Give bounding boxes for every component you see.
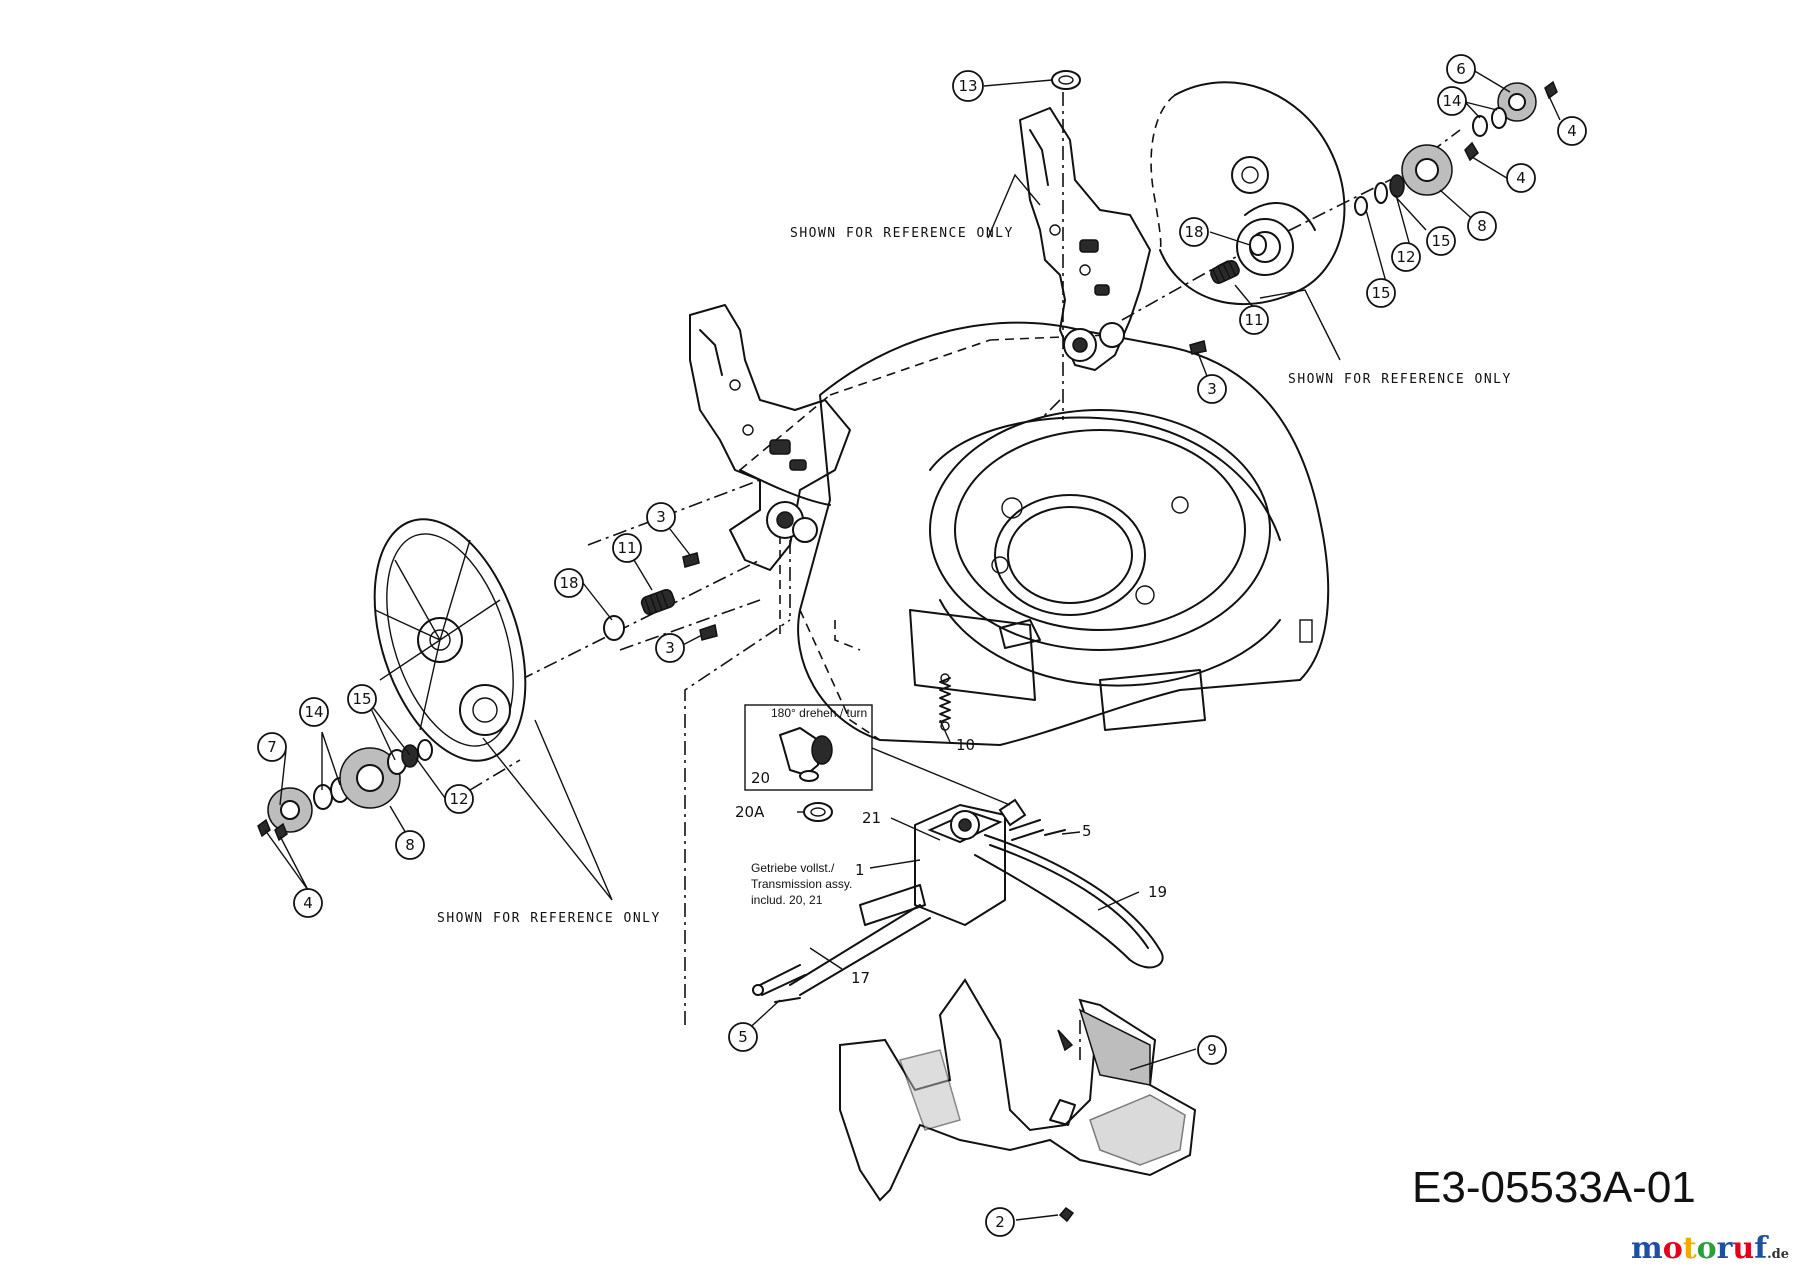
label-19: 19 [1148,883,1167,901]
svg-text:4: 4 [303,894,313,912]
inset-box [744,704,1011,822]
svg-text:3: 3 [1207,380,1217,398]
svg-text:15: 15 [1371,284,1390,302]
callout-15-right-a: 15 [1426,226,1456,256]
spring-11-left [640,589,676,615]
svg-text:12: 12 [449,790,468,808]
svg-text:13: 13 [958,77,977,95]
label-17: 17 [851,969,870,987]
svg-text:5: 5 [738,1028,748,1046]
transmission-note-line1: Getriebe vollst./ [751,861,835,875]
label-20a: 20A [735,803,765,821]
callout-14-left: 14 [299,697,329,727]
callout-4-topright: 4 [1557,116,1587,146]
label-1: 1 [855,861,865,879]
leader-lines [264,69,1561,1221]
svg-text:motoruf.de: motoruf.de [1631,1231,1789,1266]
left-rear-wheel [373,518,527,762]
svg-text:11: 11 [1244,311,1263,329]
label-21: 21 [862,809,881,827]
svg-text:18: 18 [1184,223,1203,241]
reference-note-top: SHOWN FOR REFERENCE ONLY [790,226,1014,241]
transmission-assembly [752,798,1164,1003]
callout-15-right-b: 15 [1366,278,1396,308]
callout-12-left: 12 [444,784,474,814]
logo-letter: m [1631,1231,1663,1266]
svg-text:3: 3 [665,639,675,657]
svg-text:15: 15 [1431,232,1450,250]
callout-12-right: 12 [1391,242,1421,272]
bolt-2 [1058,1206,1075,1223]
label-10: 10 [956,736,975,754]
callout-3-left-top: 3 [646,502,676,532]
label-5-right: 5 [1082,822,1092,840]
logo-letter: f [1754,1231,1769,1266]
svg-text:4: 4 [1516,169,1526,187]
left-height-adjuster [689,304,851,571]
callout-4-mid-right: 4 [1506,163,1536,193]
svg-text:18: 18 [559,574,578,592]
callout-5-bottom: 5 [728,1022,758,1052]
callout-11-right: 11 [1239,305,1269,335]
svg-text:4: 4 [1567,122,1577,140]
diagram-code: E3-05533A-01 [1412,1163,1696,1212]
spring-11-right [1210,260,1240,284]
svg-text:8: 8 [405,836,415,854]
svg-text:12: 12 [1396,248,1415,266]
callout-9: 9 [1197,1035,1227,1065]
reference-note-right: SHOWN FOR REFERENCE ONLY [1288,372,1512,387]
logo-letter: o [1697,1231,1717,1266]
svg-text:9: 9 [1207,1041,1217,1059]
callout-2: 2 [985,1207,1015,1237]
right-height-adjuster [1019,107,1151,371]
logo-letter: t [1683,1231,1697,1266]
callout-3-left-bottom: 3 [655,633,685,663]
right-wheel-parts [1051,70,1558,355]
callout-7: 7 [257,732,287,762]
mower-deck [739,321,1330,746]
svg-text:3: 3 [656,508,666,526]
reference-note-left: SHOWN FOR REFERENCE ONLY [437,911,661,926]
label-20: 20 [751,769,770,787]
callout-15-left: 15 [347,684,377,714]
callout-3-right: 3 [1197,374,1227,404]
callout-13: 13 [952,70,984,102]
callout-6: 6 [1446,54,1476,84]
rear-shield-9 [839,978,1197,1202]
transmission-note-line2: Transmission assy. [751,877,852,891]
logo-suffix: .de [1767,1247,1789,1262]
callout-4-left: 4 [293,888,323,918]
callout-18-left: 18 [554,568,584,598]
logo-letter: r [1717,1231,1734,1266]
callout-11-left: 11 [612,533,642,563]
inset-turn-note: 180° drehen / turn [771,706,867,720]
svg-text:14: 14 [304,703,323,721]
left-wheel-parts [257,552,718,842]
svg-text:6: 6 [1456,60,1466,78]
right-rear-wheel [1150,81,1346,305]
callout-8-right: 8 [1467,211,1497,241]
svg-text:7: 7 [267,738,277,756]
callout-14-right: 14 [1437,86,1467,116]
svg-text:8: 8 [1477,217,1487,235]
callout-8-left: 8 [395,830,425,860]
callout-18-right: 18 [1179,217,1209,247]
svg-text:15: 15 [352,690,371,708]
svg-text:14: 14 [1442,92,1461,110]
logo-letter: o [1663,1231,1683,1266]
svg-text:11: 11 [617,539,636,557]
motoruf-logo: motoruf.de [1631,1231,1789,1266]
spring-10 [939,673,951,731]
transmission-note-line3: includ. 20, 21 [751,893,823,907]
logo-letter: u [1732,1231,1754,1266]
svg-text:2: 2 [995,1213,1005,1231]
